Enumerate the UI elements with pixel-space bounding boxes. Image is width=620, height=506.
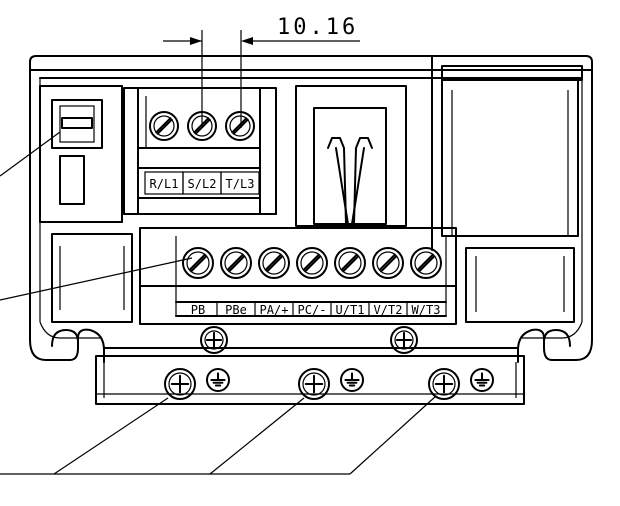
main-terminal-block: R/L1 S/L2 T/L3: [123, 87, 277, 215]
left-compartment: [39, 85, 123, 223]
phillips-screw-icon: [390, 326, 418, 354]
output-terminal-label: PA/+: [260, 303, 289, 317]
screw-icon: [296, 247, 328, 279]
screw-icon: [410, 247, 442, 279]
ground-icon: [340, 368, 364, 392]
screw-icon: [372, 247, 404, 279]
screw-icon: [334, 247, 366, 279]
screw-icon: [225, 111, 255, 141]
screw-icon: [149, 111, 179, 141]
screw-icon: [220, 247, 252, 279]
phillips-screw-icon: [200, 326, 228, 354]
screw-icon: [182, 247, 214, 279]
dimension-label: 10.16: [277, 15, 358, 40]
housing: [29, 55, 593, 363]
ground-icon: [470, 368, 494, 392]
phillips-screw-icon: [298, 368, 330, 400]
right-compartment: [431, 55, 583, 251]
phillips-screw-icon: [428, 368, 460, 400]
screw-icon: [258, 247, 290, 279]
output-terminal-label: W/T3: [412, 303, 441, 317]
dimension-annotation: 10.16: [163, 15, 360, 128]
leader-lines: [0, 131, 437, 475]
output-terminal-label: PBe: [225, 303, 247, 317]
main-terminal-label: S/L2: [188, 177, 217, 191]
output-terminal-label: V/T2: [374, 303, 403, 317]
screw-icon: [187, 111, 217, 141]
ground-icon: [206, 368, 230, 392]
output-terminal-label: PC/-: [298, 303, 327, 317]
output-terminal-label: U/T1: [336, 303, 365, 317]
ground-plate: [95, 355, 525, 405]
main-terminal-label: R/L1: [150, 177, 179, 191]
phillips-screw-icon: [164, 368, 196, 400]
output-terminal-label: PB: [191, 303, 205, 317]
output-terminal-block: PB PBe PA/+ PC/- U/T1 V/T2 W/T3: [51, 227, 575, 354]
contact-module: [295, 85, 407, 227]
main-terminal-label: T/L3: [226, 177, 255, 191]
